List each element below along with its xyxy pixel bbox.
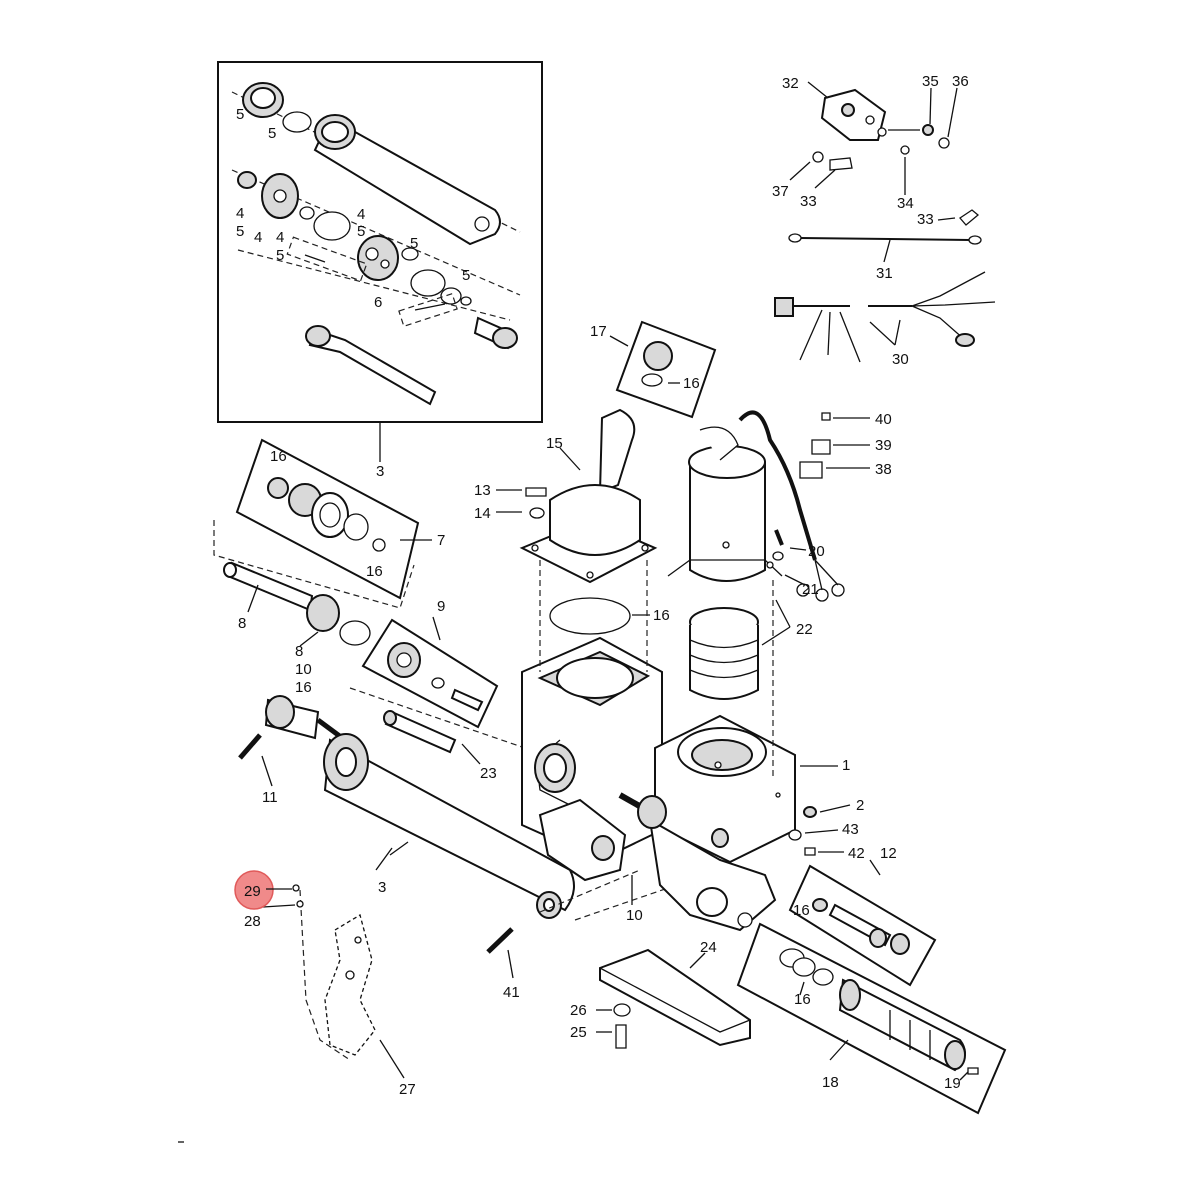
svg-text:12: 12 [880,845,897,862]
svg-text:16: 16 [794,991,811,1008]
svg-text:5: 5 [236,106,244,123]
svg-text:5: 5 [276,247,284,264]
oring-16 [549,597,631,635]
pump-body-1: 1 [521,636,850,932]
reservoir-15: 15 [519,408,658,584]
svg-text:16: 16 [793,902,810,919]
svg-text:10: 10 [295,661,312,678]
svg-text:26: 26 [570,1002,587,1019]
svg-text:36: 36 [952,73,969,90]
plate-24: 24 [599,939,751,1047]
transom-bracket: 27 28 [244,884,416,1098]
svg-text:16: 16 [270,448,287,465]
wiring-group: 32 35 36 34 37 33 33 31 [772,73,996,368]
svg-text:5: 5 [410,235,418,252]
svg-text:41: 41 [503,984,520,1001]
svg-text:2: 2 [856,797,864,814]
svg-text:20: 20 [808,543,825,560]
svg-text:16: 16 [653,607,670,624]
shaft-end-part [473,316,518,350]
inset-labels: 5 5 4 5 4 4 5 4 5 5 5 6 3 [236,106,470,480]
svg-text:5: 5 [357,223,365,240]
oring-part [282,111,312,133]
kit-9-group: 9 [361,598,499,729]
kit-9-box [361,618,499,729]
svg-text:33: 33 [917,211,934,228]
svg-text:30: 30 [892,351,909,368]
svg-text:22: 22 [796,621,813,638]
highlight-circle [234,870,274,910]
ram-cylinder-part [313,114,501,246]
svg-text:23: 23 [480,765,497,782]
oring-part-2 [313,211,351,241]
svg-text:17: 17 [590,323,607,340]
ram-inset-group [217,61,543,423]
svg-text:40: 40 [875,411,892,428]
svg-text:14: 14 [474,505,491,522]
svg-text:16: 16 [366,563,383,580]
svg-text:28: 28 [244,913,261,930]
svg-text:15: 15 [546,435,563,452]
piston-part [237,171,299,219]
svg-text:19: 19 [944,1075,961,1092]
kit-18-group: 16 18 19 [736,922,1007,1115]
kit-17-group: 16 17 [590,320,717,419]
svg-text:27: 27 [399,1081,416,1098]
svg-text:29: 29 [244,883,261,900]
svg-text:9: 9 [437,598,445,615]
svg-text:8: 8 [238,615,246,632]
svg-text:3: 3 [376,463,384,480]
piston-rod-part [305,325,437,406]
svg-text:25: 25 [570,1024,587,1041]
svg-text:5: 5 [268,125,276,142]
pin-11 [238,733,262,760]
svg-text:33: 33 [800,193,817,210]
oring-part-3 [410,269,446,297]
svg-text:4: 4 [254,229,262,246]
svg-text:21: 21 [802,581,819,598]
svg-text:31: 31 [876,265,893,282]
svg-text:1: 1 [842,757,850,774]
svg-text:34: 34 [897,195,914,212]
kit-7-box [235,438,420,600]
svg-text:35: 35 [922,73,939,90]
svg-text:37: 37 [772,183,789,200]
kit-12-group: 12 16 [788,845,937,987]
small-ring-part [299,206,315,220]
svg-text:4: 4 [276,229,284,246]
svg-text:7: 7 [437,532,445,549]
svg-text:4: 4 [357,206,365,223]
svg-text:32: 32 [782,75,799,92]
svg-text:39: 39 [875,437,892,454]
svg-text:5: 5 [236,223,244,240]
tilt-cylinder-3: 3 [264,695,575,919]
rod-8-group: 8 8 10 16 [223,561,371,696]
svg-text:11: 11 [262,789,278,806]
kit-7-group: 16 7 16 [235,438,445,600]
svg-text:38: 38 [875,461,892,478]
ram-cap-part [242,82,284,118]
svg-text:5: 5 [462,267,470,284]
svg-text:42: 42 [848,845,865,862]
svg-text:6: 6 [374,294,382,311]
svg-text:43: 43 [842,821,859,838]
pin-41 [486,927,514,954]
armature-22: 22 [689,580,813,780]
valve-body-part [357,235,399,281]
svg-text:10: 10 [626,907,643,924]
svg-text:4: 4 [236,205,244,222]
svg-text:16: 16 [295,679,312,696]
svg-text:3: 3 [378,879,386,896]
motor-group [667,410,845,602]
svg-text:24: 24 [700,939,717,956]
svg-text:8: 8 [295,643,303,660]
svg-text:18: 18 [822,1074,839,1091]
svg-text:13: 13 [474,482,491,499]
part-23: 23 [383,710,497,782]
highlighted-callout-29[interactable]: 29 [234,870,292,910]
svg-text:16: 16 [683,375,700,392]
